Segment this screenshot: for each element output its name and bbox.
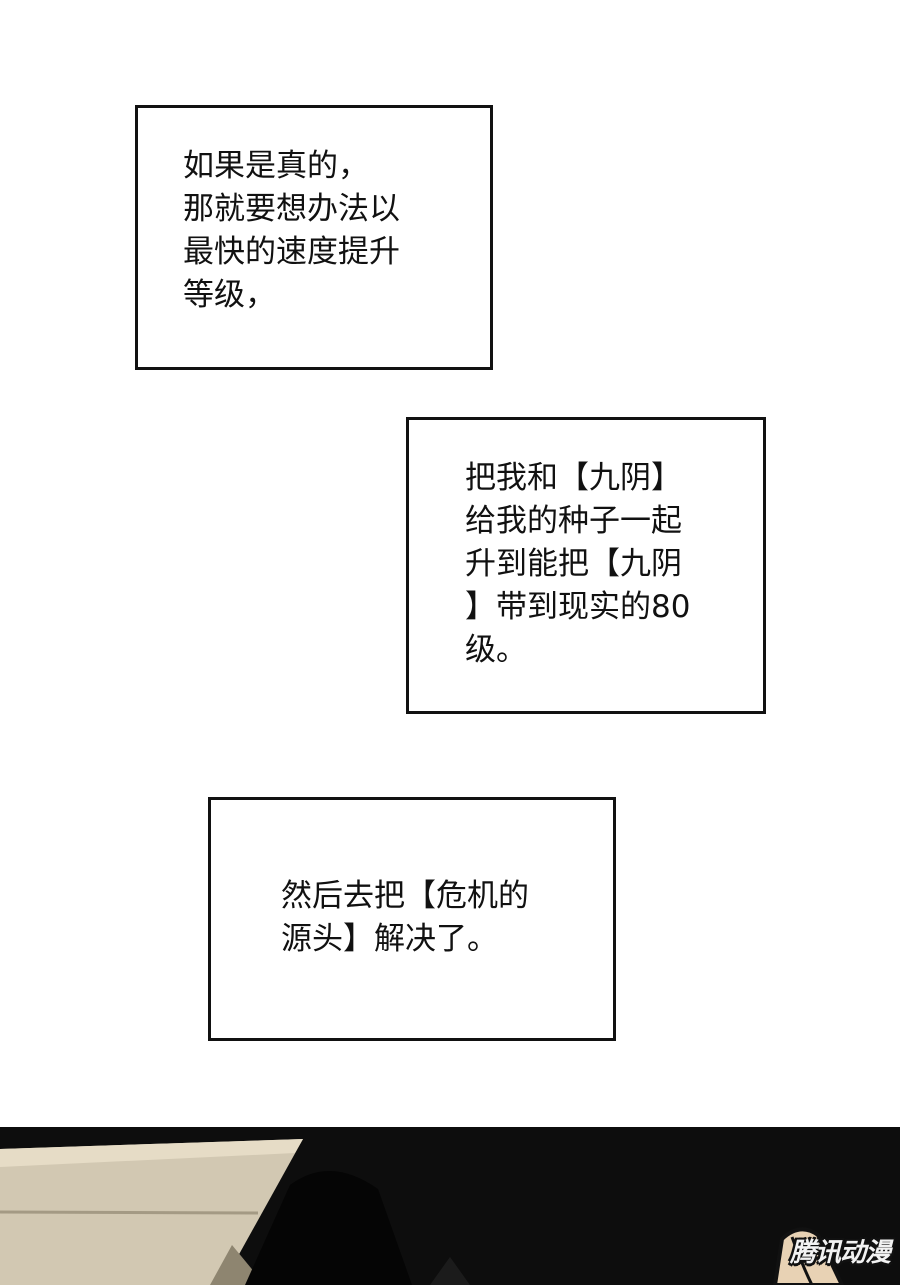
caption-box-1: 如果是真的， 那就要想办法以 最快的速度提升 等级， xyxy=(135,105,493,370)
caption-text: 如果是真的， 那就要想办法以 最快的速度提升 等级， xyxy=(183,145,400,317)
caption-line: 把我和【九阴】 xyxy=(465,460,682,496)
character-finger xyxy=(790,1236,814,1285)
caption-line: 最快的速度提升 xyxy=(183,234,400,270)
character-silhouette xyxy=(245,1170,412,1285)
comic-panel-art xyxy=(0,1127,900,1285)
caption-line: 那就要想办法以 xyxy=(183,191,400,227)
caption-text: 把我和【九阴】 给我的种子一起 升到能把【九阴 】带到现实的80 级。 xyxy=(465,457,690,672)
caption-line: 给我的种子一起 xyxy=(465,503,682,539)
character-hand xyxy=(772,1227,845,1285)
caption-line: 然后去把【危机的 xyxy=(281,878,529,914)
caption-line: 等级， xyxy=(183,277,276,313)
caption-box-3: 然后去把【危机的 源头】解决了。 xyxy=(208,797,616,1041)
caption-line: 如果是真的， xyxy=(183,148,369,184)
watermark-logo: 腾讯动漫 xyxy=(789,1238,891,1268)
caption-box-2: 把我和【九阴】 给我的种子一起 升到能把【九阴 】带到现实的80 级。 xyxy=(406,417,766,714)
caption-line: 升到能把【九阴 xyxy=(465,546,682,582)
caption-line: 级。 xyxy=(465,632,527,668)
shirt-edge xyxy=(430,1257,470,1285)
caption-line: 源头】解决了。 xyxy=(281,921,498,957)
caption-text: 然后去把【危机的 源头】解决了。 xyxy=(281,875,529,961)
wall-highlight xyxy=(0,1139,303,1167)
wall-seam xyxy=(0,1210,259,1215)
caption-line: 】带到现实的80 xyxy=(465,589,691,625)
